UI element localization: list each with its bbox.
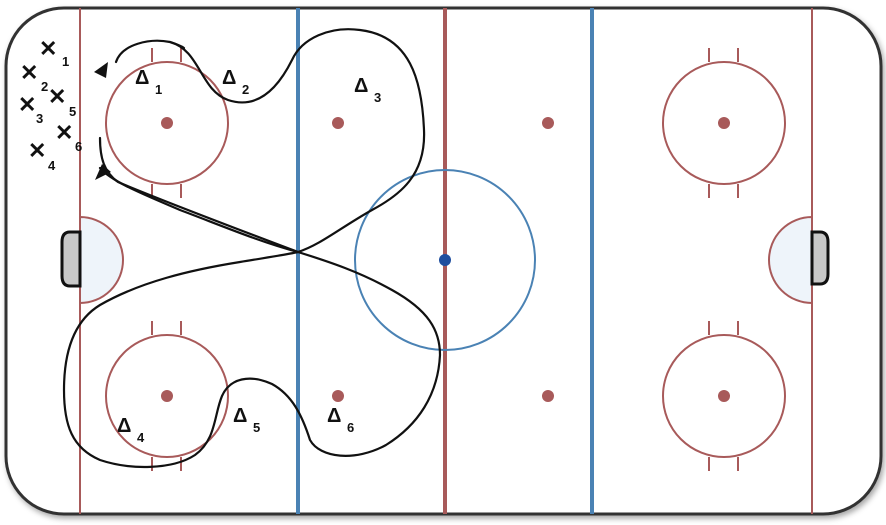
svg-text:Δ: Δ (222, 67, 236, 89)
arrow-head-top (94, 62, 108, 78)
defender-6: Δ 6 (327, 405, 354, 435)
defender-2: Δ 2 (222, 67, 249, 97)
svg-text:6: 6 (75, 139, 82, 154)
defender-3: Δ 3 (354, 75, 381, 105)
svg-text:3: 3 (374, 90, 381, 105)
svg-text:✕: ✕ (20, 60, 38, 85)
forward-player-6: ✕ 6 (55, 120, 82, 154)
svg-text:1: 1 (62, 54, 69, 69)
faceoff-dot (718, 117, 730, 129)
forward-player-2: ✕ 2 (20, 60, 48, 94)
svg-text:✕: ✕ (48, 84, 66, 109)
defender-5: Δ 5 (233, 405, 260, 435)
center-dot (439, 254, 451, 266)
arrow-head-bottom (95, 164, 111, 180)
svg-text:4: 4 (48, 158, 56, 173)
skating-path-top-tail (168, 40, 186, 50)
goal-crease-left (79, 215, 124, 305)
svg-text:5: 5 (253, 420, 260, 435)
defender-4: Δ 4 (117, 415, 145, 445)
svg-text:Δ: Δ (327, 405, 341, 427)
defender-1: Δ 1 (135, 67, 162, 97)
svg-text:1: 1 (155, 82, 162, 97)
net-right (810, 230, 830, 286)
goal-crease-right (768, 215, 813, 305)
faceoff-circle-bottom-left (105, 321, 229, 471)
net-left (60, 230, 82, 288)
neutral-dot-bottom-right (542, 390, 554, 402)
neutral-dot-top-left (332, 117, 344, 129)
svg-text:✕: ✕ (55, 120, 73, 145)
svg-text:✕: ✕ (39, 36, 57, 61)
faceoff-circle-top-right (662, 48, 786, 198)
svg-text:Δ: Δ (354, 75, 368, 97)
faceoff-dot (161, 117, 173, 129)
forward-player-1: ✕ 1 (39, 36, 69, 69)
svg-text:Δ: Δ (233, 405, 247, 427)
forward-player-3: ✕ 3 (18, 92, 43, 126)
faceoff-dot (718, 390, 730, 402)
svg-text:4: 4 (137, 430, 145, 445)
forward-player-4: ✕ 4 (28, 138, 56, 173)
svg-text:3: 3 (36, 111, 43, 126)
svg-text:✕: ✕ (28, 138, 46, 163)
faceoff-circle-bottom-right (662, 321, 786, 471)
neutral-dot-top-right (542, 117, 554, 129)
svg-text:✕: ✕ (18, 92, 36, 117)
svg-text:6: 6 (347, 420, 354, 435)
svg-text:Δ: Δ (135, 67, 149, 89)
forward-player-5: ✕ 5 (48, 84, 76, 119)
svg-text:Δ: Δ (117, 415, 131, 437)
center-circle (354, 169, 536, 351)
svg-text:2: 2 (41, 79, 48, 94)
neutral-dot-bottom-left (332, 390, 344, 402)
svg-text:5: 5 (69, 104, 76, 119)
skating-path-bottom (62, 136, 442, 469)
faceoff-dot (161, 390, 173, 402)
skating-path-top (98, 28, 426, 254)
svg-text:2: 2 (242, 82, 249, 97)
